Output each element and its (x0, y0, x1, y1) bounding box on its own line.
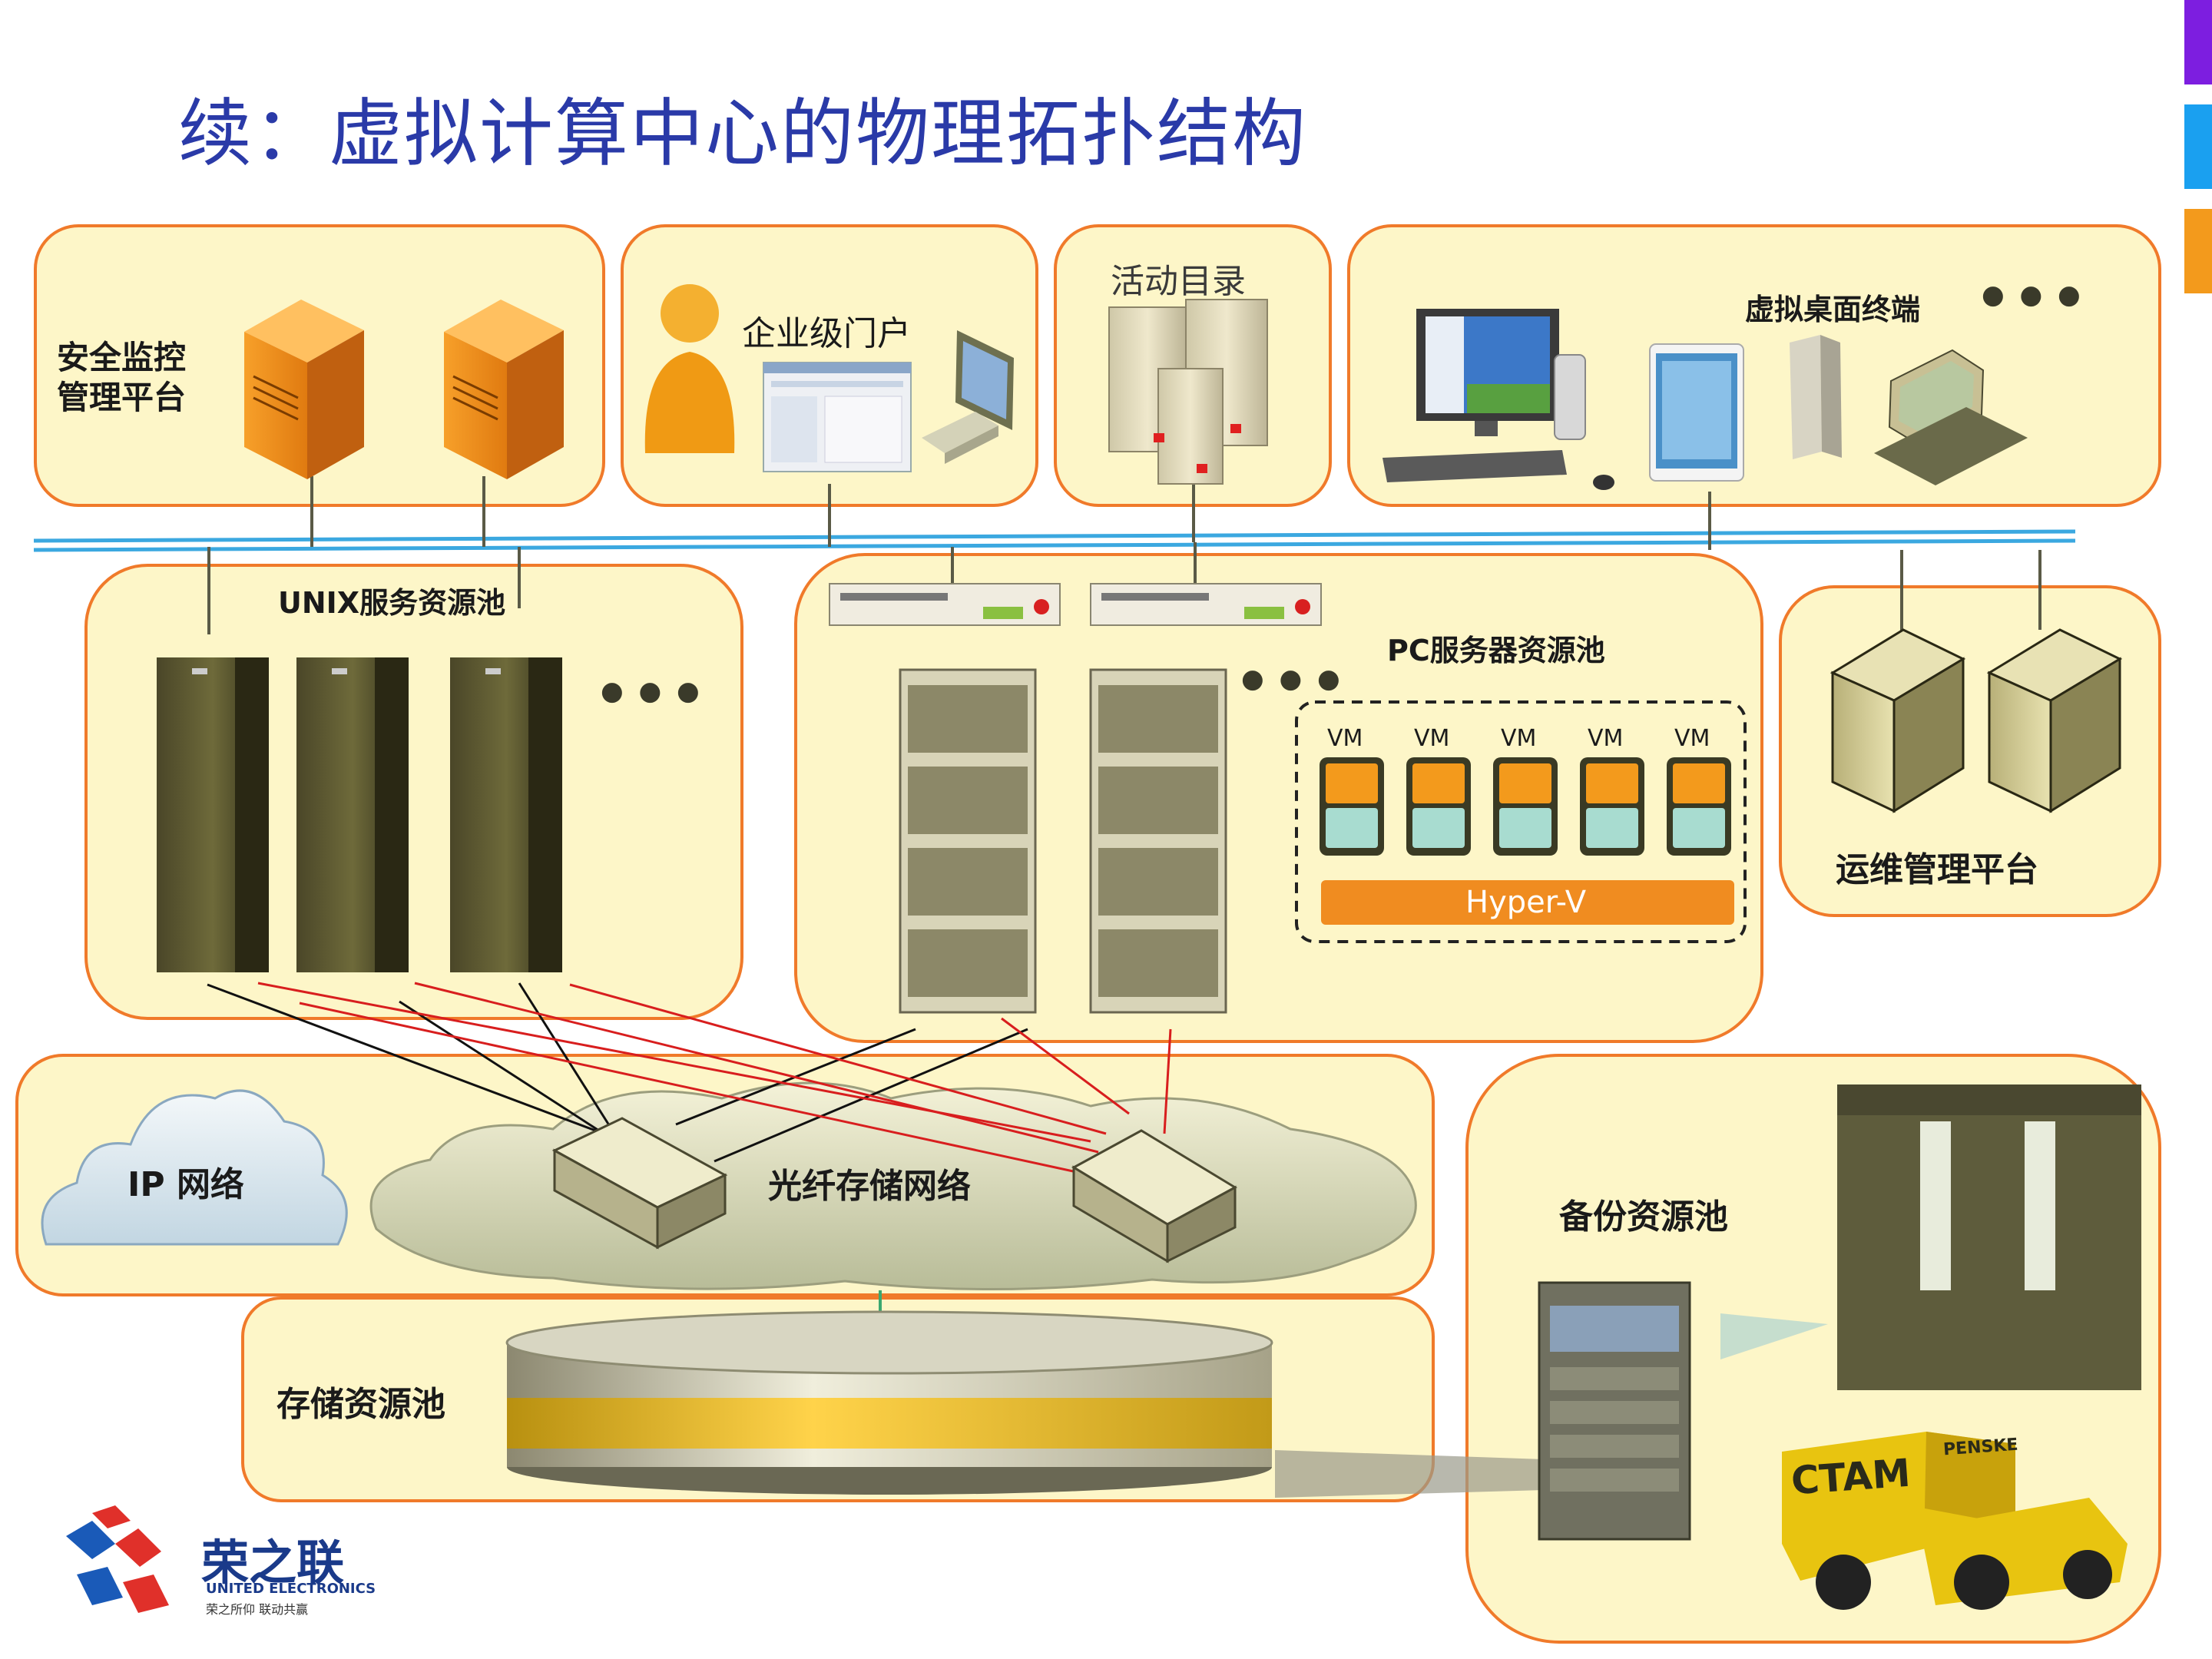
ip-cloud (41, 1089, 348, 1246)
label-storage: 存储资源池 (276, 1385, 445, 1424)
more-indicator: ● ● ● (1241, 664, 1343, 694)
workstation-icon (1382, 309, 1614, 490)
more-indicator: ● ● ● (1982, 280, 2084, 310)
user-icon (644, 284, 735, 453)
vm-label: VM (1327, 725, 1363, 752)
label-pc: PC服务器资源池 (1387, 634, 1605, 667)
page-title: 续：虚拟计算中心的物理拓扑结构 (178, 91, 1307, 177)
label-portal: 企业级门户 (742, 314, 911, 353)
vm-block (1493, 757, 1558, 856)
logo-name: 荣之联 (201, 1535, 345, 1591)
label-backup: 备份资源池 (1559, 1197, 1728, 1237)
vm-label: VM (1588, 725, 1624, 752)
truck-icon (1782, 1432, 2128, 1610)
backup-server-icon (1538, 1281, 1691, 1541)
logo-en: UNITED ELECTRONICS (206, 1581, 376, 1597)
blade-rack-icon (1089, 668, 1227, 1014)
logo-slogan: 荣之所仰 联动共赢 (206, 1602, 309, 1617)
more-indicator: ● ● ● (601, 676, 703, 707)
label-ad: 活动目录 (1111, 262, 1246, 301)
label-unix: UNIX服务资源池 (278, 586, 506, 620)
accent-bar-blue (2184, 104, 2212, 189)
accent-bar-orange (2184, 209, 2212, 293)
company-logo (66, 1505, 169, 1613)
accent-bar-purple (2184, 0, 2212, 84)
vm-group (1320, 757, 1731, 856)
security-server-icon (244, 300, 364, 479)
fc-links (207, 982, 1172, 1177)
tablet-icon (1649, 343, 1744, 482)
load-balancer-icon (1090, 583, 1322, 626)
label-fc: 光纤存储网络 (768, 1167, 971, 1206)
ops-server-icon (1830, 628, 1966, 813)
security-server-icon (444, 300, 564, 479)
label-ops: 运维管理平台 (1836, 850, 2038, 889)
vm-label: VM (1414, 725, 1450, 752)
storage-disk-icon (505, 1310, 1544, 1498)
vm-block (1667, 757, 1731, 856)
unix-server-rack-icon (157, 657, 269, 972)
unix-server-rack-icon (450, 657, 562, 972)
blade-rack-icon (899, 668, 1037, 1014)
vm-block (1580, 757, 1644, 856)
vm-block (1320, 757, 1384, 856)
label-security: 安全监控 管理平台 (57, 339, 187, 416)
drop-lines (207, 476, 2041, 1318)
fc-switch-icon (1071, 1129, 1238, 1263)
tape-library-icon (1837, 1084, 2141, 1390)
vm-group-box (1295, 700, 1747, 943)
load-balancer-icon (829, 583, 1061, 626)
label-vdi: 虚拟桌面终端 (1745, 293, 1921, 326)
unix-server-rack-icon (296, 657, 409, 972)
fc-switch-icon (551, 1117, 728, 1250)
label-ip: IP 网络 (127, 1165, 244, 1204)
portal-window-icon (763, 362, 912, 472)
directory-server-icon (1108, 299, 1268, 485)
vm-label: VM (1501, 725, 1537, 752)
backup-arrow (1720, 1313, 1828, 1359)
ops-server-icon (1986, 628, 2123, 813)
vm-block (1406, 757, 1471, 856)
hyperv-bar (1321, 880, 1734, 925)
truck-text: CTAM (1790, 1450, 1912, 1504)
desktop-pc-icon (922, 330, 1014, 464)
terminal-icon (1874, 349, 2028, 485)
label-hyperv: Hyper-V (1465, 885, 1587, 920)
vm-label: VM (1674, 725, 1710, 752)
thin-client-icon (1790, 335, 1842, 459)
ethernet-bus (33, 529, 2076, 552)
